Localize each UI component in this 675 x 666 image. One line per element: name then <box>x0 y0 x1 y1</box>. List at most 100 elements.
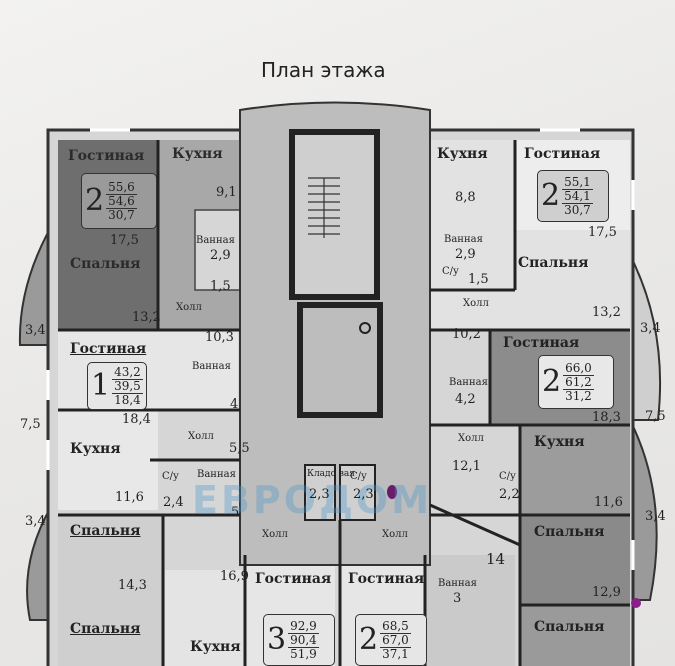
balcony-right-top <box>629 254 662 421</box>
tl-bedroom-label: Спальня <box>70 256 141 272</box>
tr-bedroom-label: Спальня <box>518 255 589 271</box>
tr-wc-area: 1,5 <box>468 272 489 287</box>
bl-bedroom <box>58 515 163 600</box>
badge-living: 67,0 <box>380 632 411 648</box>
tl-wc-area: 1,5 <box>210 279 231 294</box>
bl-bedroom-label: Спальня <box>70 523 141 539</box>
ml-wc-label: С/у <box>162 471 179 482</box>
mr-kitchen <box>520 425 630 515</box>
bl-bedroom-area: 14,3 <box>118 578 147 593</box>
tl-hall-label: Холл <box>176 302 202 313</box>
bl-bedroom2 <box>58 600 163 666</box>
br-bath-area: 3 <box>453 591 462 606</box>
badge-living: 54,6 <box>106 193 137 209</box>
tr-living-area: 17,5 <box>588 225 617 240</box>
core-wc-area: 2,3 <box>353 487 374 502</box>
badge-living: 90,4 <box>288 632 319 648</box>
balcony-right1-area: 3,4 <box>640 321 661 336</box>
mr-bedroom-label: Спальня <box>534 524 605 540</box>
badge-rooms: 3 <box>267 622 287 657</box>
badge-area: 51,9 <box>290 646 317 661</box>
tr-wc-label: С/у <box>442 266 459 277</box>
badge-area: 30,7 <box>564 202 591 217</box>
tr-hall-label: Холл <box>463 298 489 309</box>
mr-bathroom-label: Ванная <box>449 377 488 388</box>
badge-rooms: 2 <box>541 178 561 213</box>
tr-hall-area: 10,2 <box>452 327 481 342</box>
balcony-left1-area: 3,4 <box>25 323 46 338</box>
mr-bedroom <box>520 515 630 605</box>
mr-bath-area: 4,2 <box>455 392 476 407</box>
location-marker-edge <box>631 598 641 608</box>
window-marks <box>46 128 635 570</box>
badge-total: 55,6 <box>106 179 137 195</box>
tl-kitchen-label: Кухня <box>172 146 223 162</box>
tr-bath-area: 2,9 <box>455 247 476 262</box>
mr-hall-area: 12,1 <box>452 459 481 474</box>
br-hall-label: Холл <box>382 529 408 540</box>
plan-title: План этажа <box>261 58 386 82</box>
ml-hall-area: 5,5 <box>229 441 250 456</box>
mr-living-area: 18,3 <box>592 410 621 425</box>
ml-bedroom2-area: 11,6 <box>115 490 144 505</box>
badge-total: 66,0 <box>563 360 594 376</box>
location-marker-core <box>387 485 397 499</box>
tl-kitchen-area: 9,1 <box>216 185 237 200</box>
storage-label: Кладо вая <box>307 469 355 479</box>
tl-living-room <box>58 140 158 330</box>
elevator-shaft <box>297 302 383 418</box>
badge-area: 30,7 <box>108 207 135 222</box>
badge-total: 55,1 <box>562 174 593 190</box>
tr-living-room-label: Гостиная <box>524 146 601 162</box>
mr-living-room-label: Гостиная <box>503 335 580 351</box>
watermark-logo: ЕВРОДОМ <box>192 478 433 522</box>
badge-total: 43,2 <box>112 364 143 380</box>
tl-living-area: 13,2 <box>132 310 161 325</box>
ml-bath2-area: 5 <box>231 505 240 520</box>
ml-bath-area: 4 <box>230 397 239 412</box>
badge-area: 37,1 <box>382 646 409 661</box>
mr-wc-area: 2,2 <box>499 487 520 502</box>
balcony-right-bottom <box>629 419 658 601</box>
stairwell <box>289 129 380 300</box>
badge-living: 39,5 <box>112 378 143 394</box>
tr-kitchen-label: Кухня <box>437 146 488 162</box>
ml-bathroom2-label: Ванная <box>197 469 236 480</box>
balcony-right2-area: 7,5 <box>645 409 666 424</box>
ml-kitchen <box>58 410 158 510</box>
tl-bedroom-area: 17,5 <box>110 233 139 248</box>
stair-treads <box>308 177 340 238</box>
core-wc-label: С/у <box>350 471 367 482</box>
ml-wc-area: 2,4 <box>163 495 184 510</box>
tr-kitchen-area: 8,8 <box>455 190 476 205</box>
br-bedroom <box>520 605 630 666</box>
br-bedroom-label: Спальня <box>534 619 605 635</box>
bm-living-room2-label: Гостиная <box>348 571 425 587</box>
badge-total: 92,9 <box>288 618 319 634</box>
hall-14-area: 14 <box>486 550 506 568</box>
ml-kitchen-area: 18,4 <box>122 412 151 427</box>
interior-walls <box>58 140 630 666</box>
badge-rooms: 2 <box>85 183 105 218</box>
badge-living: 61,2 <box>563 374 594 390</box>
balcony-left2-area: 3,4 <box>25 514 46 529</box>
ml-hall-label: Холл <box>188 431 214 442</box>
tl-hall-area: 10,3 <box>205 330 234 345</box>
mr-kitchen-label: Кухня <box>534 434 585 450</box>
tl-living-room-label: Гостиная <box>68 148 145 164</box>
ml-kitchen-label: Кухня <box>70 441 121 457</box>
br-bathroom-label: Ванная <box>438 578 477 589</box>
storage-room <box>304 464 336 521</box>
bl-bedroom2-label: Спальня <box>70 621 141 637</box>
badge-rooms: 2 <box>542 364 562 399</box>
central-corridor <box>239 101 431 566</box>
shaft-marker <box>359 322 371 334</box>
ml-living-room-label: Гостиная <box>70 341 147 357</box>
core-wc <box>339 464 376 521</box>
